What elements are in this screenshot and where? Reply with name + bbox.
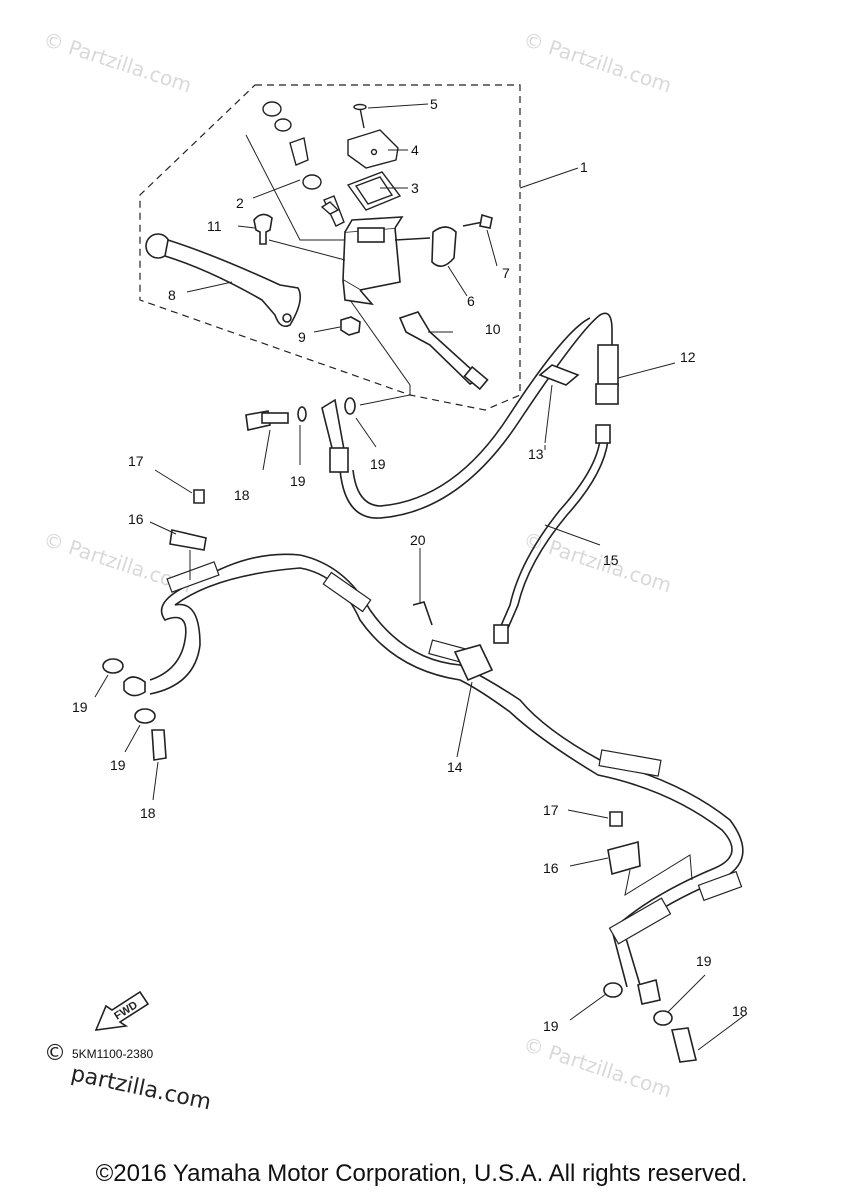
hose-clamps bbox=[169, 489, 641, 876]
callout-1: 1 bbox=[580, 159, 588, 175]
piston-kit bbox=[262, 101, 345, 227]
clamp-bracket bbox=[431, 213, 493, 267]
callout-15: 15 bbox=[603, 552, 619, 568]
callout-17-lower: 17 bbox=[543, 802, 559, 818]
lower-right-fittings bbox=[603, 978, 697, 1063]
callout-11: 11 bbox=[207, 218, 222, 234]
callout-19-left-a: 19 bbox=[72, 699, 88, 715]
upper-banjo-bolt bbox=[245, 397, 356, 431]
pivot-pin-and-nut bbox=[253, 213, 361, 336]
callout-17-upper: 17 bbox=[128, 453, 144, 469]
hose-ribs bbox=[166, 561, 743, 945]
callout-19-left-b: 19 bbox=[110, 757, 126, 773]
watermark-top-left: © Partzilla.com bbox=[40, 27, 194, 98]
logo-text: partzilla.com bbox=[69, 1061, 214, 1115]
callout-9: 9 bbox=[298, 329, 306, 345]
callout-18-right: 18 bbox=[732, 1003, 748, 1019]
callout-20: 20 bbox=[410, 532, 426, 548]
diagram-code: 5KM1100-2380 bbox=[72, 1047, 153, 1061]
watermark-bottom-right: © Partzilla.com bbox=[520, 1032, 674, 1103]
brake-pipe bbox=[493, 424, 611, 644]
callout-labels: 1 2 3 4 5 6 7 8 9 10 11 12 13 14 15 16 1… bbox=[72, 96, 748, 1034]
callout-19-top-b: 19 bbox=[370, 456, 386, 472]
callout-5: 5 bbox=[430, 96, 438, 112]
callout-19-right-a: 19 bbox=[543, 1018, 559, 1034]
reservoir-parts bbox=[346, 103, 402, 211]
three-way-joint bbox=[412, 601, 494, 682]
callout-6: 6 bbox=[467, 293, 475, 309]
callout-7: 7 bbox=[502, 265, 510, 281]
watermark-mid-right: © Partzilla.com bbox=[520, 527, 674, 598]
lower-left-fittings bbox=[102, 658, 167, 761]
callout-2: 2 bbox=[236, 195, 244, 211]
callout-12: 12 bbox=[680, 349, 696, 365]
fwd-arrow-icon: FWD bbox=[94, 990, 150, 1031]
callout-19-right-b: 19 bbox=[696, 953, 712, 969]
callout-3: 3 bbox=[411, 180, 419, 196]
hose-joint bbox=[538, 344, 619, 405]
master-cylinder-body bbox=[342, 216, 431, 306]
leader-lines bbox=[94, 103, 746, 1051]
callout-16-upper: 16 bbox=[128, 511, 144, 527]
callout-18-top: 18 bbox=[234, 487, 250, 503]
callout-10: 10 bbox=[485, 321, 501, 337]
logo-copyright-symbol: © bbox=[44, 1041, 66, 1066]
brake-lever bbox=[145, 233, 301, 328]
watermark-top-right: © Partzilla.com bbox=[520, 27, 674, 98]
callout-13: 13 bbox=[528, 446, 544, 462]
callout-14: 14 bbox=[447, 759, 463, 775]
callout-18-left: 18 bbox=[140, 805, 156, 821]
callout-16-lower: 16 bbox=[543, 860, 559, 876]
upper-brake-hose bbox=[321, 312, 613, 519]
lower-brake-hose bbox=[149, 553, 744, 988]
brake-switch bbox=[398, 311, 489, 391]
assembly-boundary bbox=[139, 84, 521, 411]
copyright-notice: ©2016 Yamaha Motor Corporation, U.S.A. A… bbox=[95, 1160, 748, 1187]
callout-4: 4 bbox=[411, 142, 419, 158]
callout-19-top-a: 19 bbox=[290, 473, 306, 489]
callout-8: 8 bbox=[168, 287, 176, 303]
